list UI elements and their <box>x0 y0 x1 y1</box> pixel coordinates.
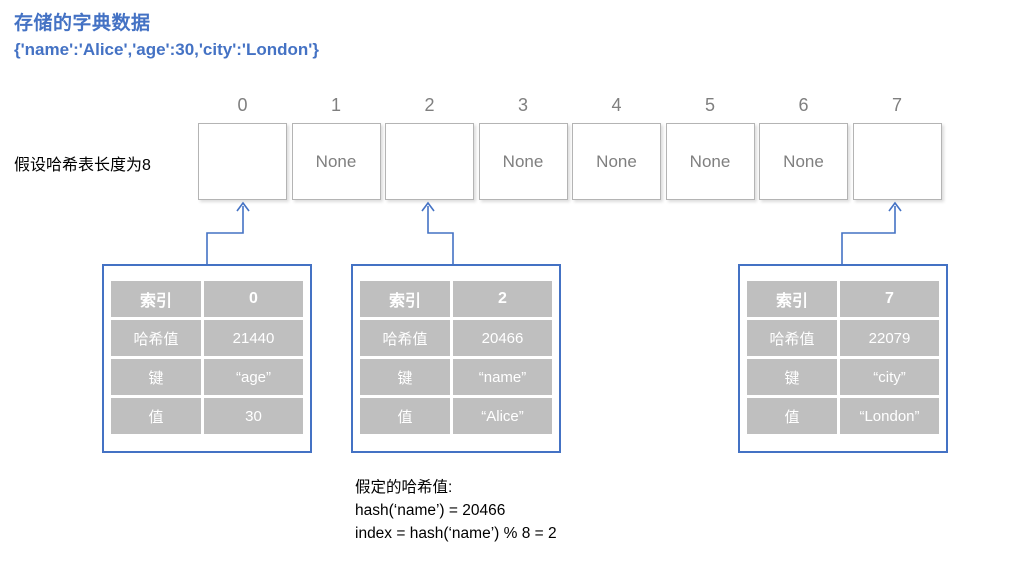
hash-slot-2: 2 <box>385 93 474 200</box>
value-value: 30 <box>204 398 303 434</box>
hash-label: 哈希值 <box>111 320 201 356</box>
value-value: “Alice” <box>453 398 552 434</box>
index-label: 索引 <box>747 281 837 317</box>
slot-index-label: 3 <box>517 95 528 115</box>
hash-slot-7: 7 <box>852 93 942 200</box>
detail-table: 索引 2 哈希值 20466 键 “name” 值 “Alice” <box>360 281 552 434</box>
dict-literal-subtitle: {'name':'Alice','age':30,'city':'London'… <box>14 40 319 59</box>
value-label: 值 <box>747 398 837 434</box>
connector-arrow-slot7 <box>841 206 896 264</box>
key-label: 键 <box>360 359 450 395</box>
hash-slot-4: 4 None <box>572 93 661 200</box>
key-value: “city” <box>840 359 939 395</box>
slot-cell: None <box>572 123 661 200</box>
annotation-heading: 假定的哈希值: <box>355 479 453 496</box>
header: 存储的字典数据 {'name':'Alice','age':30,'city':… <box>14 8 319 60</box>
page-title: 存储的字典数据 <box>14 13 151 34</box>
hash-slot-1: 1 None <box>291 93 381 200</box>
index-value: 0 <box>204 281 303 317</box>
hash-slot-5: 5 None <box>665 93 755 200</box>
slot-index-label: 6 <box>798 95 809 115</box>
index-value: 7 <box>840 281 939 317</box>
hash-slot-6: 6 None <box>759 93 848 200</box>
hash-label: 哈希值 <box>747 320 837 356</box>
arrowhead-up-icon <box>888 201 902 212</box>
key-label: 键 <box>111 359 201 395</box>
slot-index-label: 0 <box>237 95 248 115</box>
slot-index-label: 1 <box>330 95 341 115</box>
detail-box-index-0: 索引 0 哈希值 21440 键 “age” 值 30 <box>102 264 312 453</box>
slot-index-label: 4 <box>611 95 622 115</box>
hash-value: 20466 <box>453 320 552 356</box>
hash-value: 21440 <box>204 320 303 356</box>
slot-cell: None <box>478 123 568 200</box>
detail-table: 索引 0 哈希值 21440 键 “age” 值 30 <box>111 281 303 434</box>
key-value: “age” <box>204 359 303 395</box>
slot-index-label: 5 <box>704 95 715 115</box>
index-label: 索引 <box>360 281 450 317</box>
hash-slot-row: 0 1 None 2 3 None 4 None 5 None 6 None 7 <box>198 93 942 200</box>
slot-index-label: 7 <box>891 95 902 115</box>
detail-box-index-7: 索引 7 哈希值 22079 键 “city” 值 “London” <box>738 264 948 453</box>
value-value: “London” <box>840 398 939 434</box>
index-value: 2 <box>453 281 552 317</box>
index-label: 索引 <box>111 281 201 317</box>
hash-table-length-note: 假设哈希表长度为8 <box>14 157 151 174</box>
hash-label: 哈希值 <box>360 320 450 356</box>
annotation-hash-line: hash(‘name’) = 20466 <box>355 502 506 519</box>
slot-cell <box>385 123 474 200</box>
slot-cell <box>852 123 942 200</box>
connector-arrow-slot0 <box>206 206 244 264</box>
key-value: “name” <box>453 359 552 395</box>
key-label: 键 <box>747 359 837 395</box>
slot-cell: None <box>291 123 381 200</box>
slot-cell: None <box>759 123 848 200</box>
value-label: 值 <box>111 398 201 434</box>
hash-value: 22079 <box>840 320 939 356</box>
hash-calculation-annotation: 假定的哈希值: hash(‘name’) = 20466 index = has… <box>355 476 557 545</box>
arrowhead-up-icon <box>421 201 435 212</box>
value-label: 值 <box>360 398 450 434</box>
slot-cell <box>198 123 287 200</box>
slot-cell: None <box>665 123 755 200</box>
detail-table: 索引 7 哈希值 22079 键 “city” 值 “London” <box>747 281 939 434</box>
slot-index-label: 2 <box>424 95 435 115</box>
annotation-index-line: index = hash(‘name’) % 8 = 2 <box>355 525 557 542</box>
arrowhead-up-icon <box>236 201 250 212</box>
hash-slot-0: 0 <box>198 93 287 200</box>
detail-box-index-2: 索引 2 哈希值 20466 键 “name” 值 “Alice” <box>351 264 561 453</box>
connector-arrow-slot2 <box>427 206 454 264</box>
hash-slot-3: 3 None <box>478 93 568 200</box>
